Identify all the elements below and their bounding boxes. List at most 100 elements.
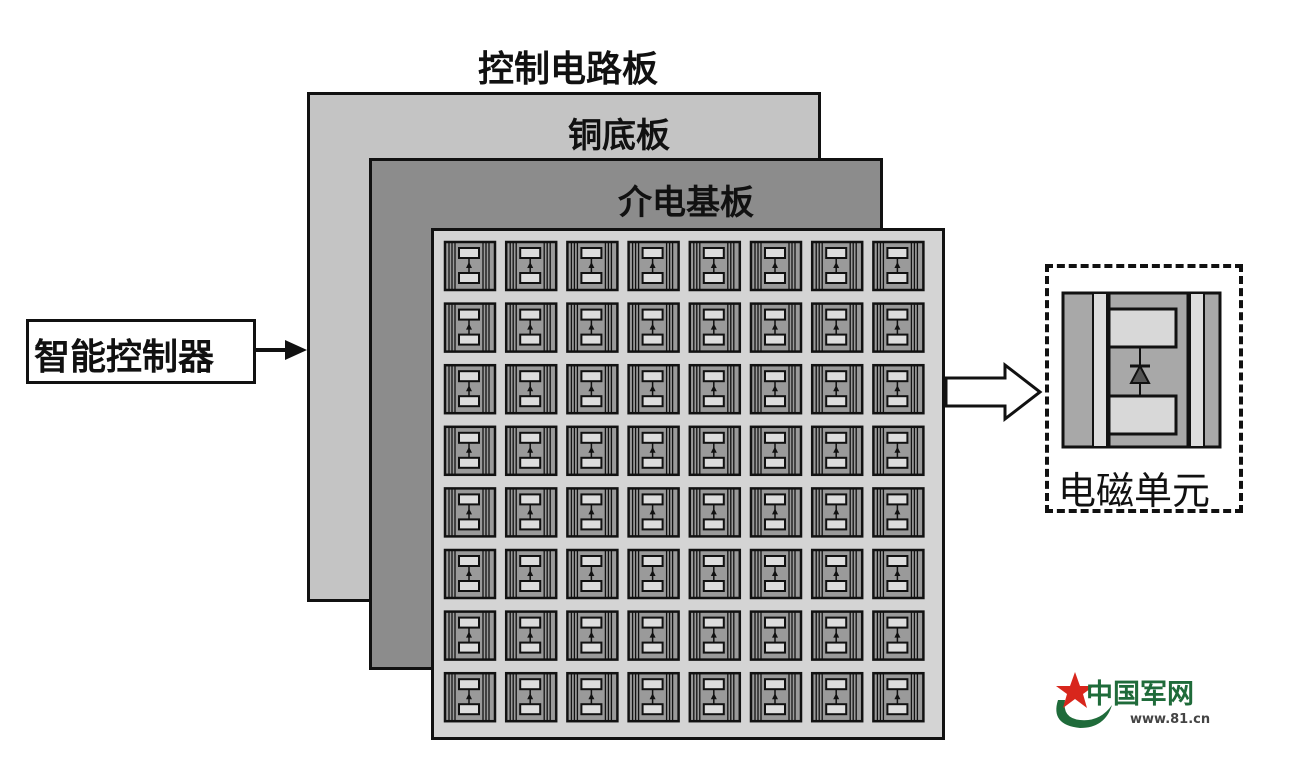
em-unit-cell bbox=[504, 425, 558, 477]
em-unit-cell bbox=[872, 610, 925, 661]
diode-icon bbox=[527, 693, 534, 700]
diode-icon bbox=[833, 631, 840, 638]
em-unit-cell bbox=[566, 363, 619, 415]
em-unit-cell bbox=[443, 240, 497, 292]
em-unit-cell bbox=[810, 671, 864, 723]
logo-name: 中国军网 bbox=[1086, 679, 1194, 710]
diode-icon bbox=[894, 508, 901, 515]
diode-icon bbox=[466, 631, 472, 638]
em-unit-cell bbox=[504, 671, 558, 723]
em-unit-cell bbox=[688, 610, 742, 661]
diode-icon bbox=[649, 693, 656, 700]
em-unit-cell bbox=[504, 487, 558, 538]
em-unit-cell bbox=[627, 487, 680, 538]
em-unit-cell bbox=[810, 363, 864, 415]
diode-icon bbox=[649, 262, 656, 268]
em-unit-cell bbox=[627, 548, 680, 600]
diode-icon bbox=[588, 385, 595, 392]
em-unit-cell bbox=[872, 240, 925, 292]
em-unit-label: 电磁单元 bbox=[1058, 469, 1211, 513]
em-unit-cell bbox=[810, 548, 864, 600]
em-unit-cell bbox=[443, 548, 497, 600]
diode-icon bbox=[588, 570, 595, 576]
em-unit-cell bbox=[688, 240, 742, 292]
em-unit-cell bbox=[627, 671, 680, 723]
em-unit-cell bbox=[443, 302, 497, 353]
em-unit-cell bbox=[566, 425, 619, 477]
diode-icon bbox=[649, 323, 656, 330]
diode-icon bbox=[710, 385, 717, 392]
diode-icon bbox=[649, 570, 656, 576]
em-unit-cell bbox=[749, 363, 803, 415]
em-unit-cell bbox=[872, 425, 925, 477]
star-icon bbox=[1056, 672, 1094, 708]
copper-base-label: 铜底板 bbox=[568, 116, 670, 156]
em-unit-cell bbox=[810, 302, 864, 353]
diode-icon bbox=[833, 323, 840, 330]
logo-url: www.81.cn bbox=[1130, 712, 1210, 727]
diode-icon bbox=[466, 508, 472, 515]
em-unit-detail bbox=[1061, 291, 1222, 449]
hollow-arrow-to-unit bbox=[944, 361, 1043, 423]
em-unit-cell bbox=[688, 548, 742, 600]
em-unit-cell bbox=[872, 548, 925, 600]
diode-icon bbox=[894, 693, 901, 700]
diode-icon bbox=[772, 693, 778, 700]
em-unit-cell bbox=[749, 487, 803, 538]
diode-icon bbox=[466, 570, 472, 576]
em-unit-cell bbox=[504, 610, 558, 661]
em-unit-cell bbox=[504, 548, 558, 600]
diode-icon bbox=[588, 446, 595, 453]
controller-box bbox=[26, 319, 256, 384]
diode-icon bbox=[833, 262, 840, 268]
arrow-controller-to-board bbox=[256, 340, 307, 360]
diode-icon bbox=[527, 262, 534, 268]
em-unit-cell bbox=[688, 487, 742, 538]
diode-icon bbox=[649, 508, 656, 515]
em-unit-cell bbox=[566, 302, 619, 353]
diode-icon bbox=[894, 323, 901, 330]
em-unit-cell bbox=[749, 302, 803, 353]
diode-icon bbox=[772, 446, 778, 453]
diode-icon bbox=[588, 508, 595, 515]
diode-icon bbox=[710, 446, 717, 453]
em-unit-cell bbox=[810, 240, 864, 292]
em-unit-cell bbox=[749, 548, 803, 600]
em-unit-cell bbox=[627, 425, 680, 477]
diode-icon bbox=[466, 323, 472, 330]
diode-icon bbox=[833, 508, 840, 515]
diode-icon bbox=[894, 631, 901, 638]
em-unit-cell bbox=[504, 363, 558, 415]
diode-icon bbox=[466, 262, 472, 268]
control-board-label: 控制电路板 bbox=[478, 49, 659, 90]
em-unit-cell bbox=[504, 302, 558, 353]
diode-icon bbox=[833, 385, 840, 392]
em-unit-cell bbox=[566, 671, 619, 723]
diode-icon bbox=[772, 262, 778, 268]
diode-icon bbox=[588, 262, 595, 268]
diode-icon bbox=[772, 570, 778, 576]
diode-icon bbox=[588, 693, 595, 700]
diode-icon bbox=[527, 446, 534, 453]
diode-icon bbox=[894, 385, 901, 392]
em-unit-cell bbox=[627, 302, 680, 353]
em-unit-cell bbox=[810, 610, 864, 661]
em-unit-dashed-box bbox=[1045, 264, 1243, 513]
em-unit-cell bbox=[627, 610, 680, 661]
diode-icon bbox=[466, 693, 472, 700]
diode-icon bbox=[710, 508, 717, 515]
diode-icon bbox=[466, 446, 472, 453]
em-unit-cell bbox=[688, 425, 742, 477]
diode-icon bbox=[588, 323, 595, 330]
em-unit-cell bbox=[443, 671, 497, 723]
em-unit-cell bbox=[566, 240, 619, 292]
em-unit-cell bbox=[872, 302, 925, 353]
diode-icon bbox=[772, 631, 778, 638]
controller-label: 智能控制器 bbox=[34, 337, 215, 378]
em-unit-cell bbox=[566, 610, 619, 661]
diode-icon bbox=[894, 446, 901, 453]
em-unit-cell bbox=[627, 240, 680, 292]
diode-icon bbox=[710, 262, 717, 268]
diode-icon bbox=[894, 570, 901, 576]
